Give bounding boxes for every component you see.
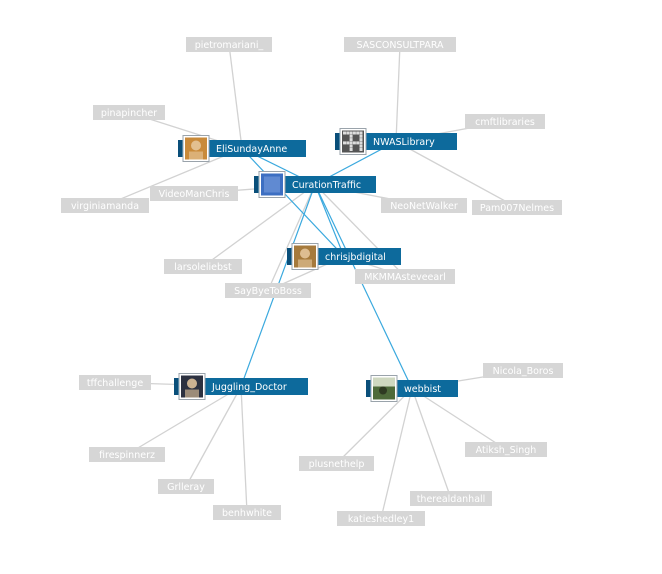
leaf-node-firespinnerz[interactable]: firespinnerz — [89, 447, 165, 462]
hub-label: NWASLibrary — [373, 137, 435, 148]
edge-Juggling_Doctor-benhwhite — [240, 385, 248, 514]
leaf-node-therealdanhall[interactable]: therealdanhall — [410, 491, 492, 506]
hub-node-webbist[interactable]: webbist — [366, 375, 458, 402]
edge-webbist-Atiksh_Singh — [411, 387, 507, 451]
leaf-node-pinapincher[interactable]: pinapincher — [93, 105, 165, 120]
leaf-node-MKMMAsteveearl[interactable]: MKMMAsteveearl — [355, 269, 455, 284]
hub-label: CurationTraffic — [292, 180, 361, 191]
leaf-label: Pam007Nelmes — [480, 203, 554, 214]
hub-node-EliSundayAnne[interactable]: EliSundayAnne — [178, 135, 306, 162]
edge-CurationTraffic-larsoleliebst — [202, 183, 316, 268]
leaf-label: SASCONSULTPARA — [356, 40, 444, 51]
leaf-label: benhwhite — [222, 508, 272, 519]
hub-label: chrisjbdigital — [325, 252, 386, 263]
leaf-node-plusnethelp[interactable]: plusnethelp — [299, 456, 374, 471]
leaf-label: NeoNetWalker — [390, 201, 458, 212]
leaf-node-SayByeToBoss[interactable]: SayByeToBoss — [225, 283, 311, 298]
edge-NWASLibrary-SASCONSULTPARA — [395, 43, 401, 143]
leaf-label: SayByeToBoss — [234, 286, 302, 297]
landscape-photo-icon — [370, 375, 398, 402]
edge-EliSundayAnne-pietromariani_ — [228, 43, 243, 150]
edge-webbist-plusnethelp — [335, 387, 413, 465]
leaf-node-Atiksh_Singh[interactable]: Atiksh_Singh — [465, 442, 547, 457]
edge-EliSundayAnne-chrisjbdigital — [241, 147, 345, 258]
person-photo-icon — [291, 243, 319, 270]
leaf-label: tffchallenge — [87, 378, 144, 389]
leaf-label: Nicola_Boros — [493, 366, 554, 377]
person-photo-icon — [178, 373, 206, 400]
edge-CurationTraffic-SayByeToBoss — [267, 183, 316, 292]
leaf-node-katieshedley1[interactable]: katieshedley1 — [337, 511, 425, 526]
blue-tile-icon — [258, 171, 286, 198]
leaf-label: firespinnerz — [99, 450, 155, 461]
leaf-node-NeoNetWalker[interactable]: NeoNetWalker — [381, 198, 467, 213]
leaf-label: plusnethelp — [309, 459, 365, 470]
leaf-label: katieshedley1 — [348, 514, 414, 525]
person-photo-icon — [182, 135, 210, 162]
leaf-node-benhwhite[interactable]: benhwhite — [213, 505, 281, 520]
edge-layer — [104, 43, 524, 520]
leaf-node-layer: pietromariani_ SASCONSULTPARA pinapincher c… — [61, 37, 563, 526]
edge-CurationTraffic-webbist — [314, 183, 413, 390]
leaf-label: pinapincher — [101, 108, 157, 119]
edge-Juggling_Doctor-Grlleray — [185, 385, 242, 488]
hub-node-chrisjbdigital[interactable]: chrisjbdigital — [287, 243, 401, 270]
hub-label: webbist — [404, 384, 441, 395]
edge-webbist-therealdanhall — [411, 387, 452, 500]
leaf-node-virginiamanda[interactable]: virginiamanda — [61, 198, 149, 213]
hub-label: Juggling_Doctor — [211, 382, 287, 393]
edge-EliSundayAnne-virginiamanda — [104, 147, 243, 207]
leaf-label: pietromariani_ — [195, 40, 264, 51]
leaf-node-Pam007Nelmes[interactable]: Pam007Nelmes — [472, 200, 562, 215]
leaf-node-tffchallenge[interactable]: tffchallenge — [79, 375, 151, 390]
leaf-label: cmftlibraries — [475, 117, 535, 128]
leaf-node-VideoManChris[interactable]: VideoManChris — [150, 186, 238, 201]
leaf-label: MKMMAsteveearl — [364, 272, 446, 283]
leaf-label: VideoManChris — [159, 189, 230, 200]
leaf-node-cmftlibraries[interactable]: cmftlibraries — [465, 114, 545, 129]
leaf-label: therealdanhall — [417, 494, 486, 505]
hub-label: EliSundayAnne — [216, 144, 287, 155]
leaf-node-Nicola_Boros[interactable]: Nicola_Boros — [483, 363, 563, 378]
leaf-node-pietromariani_[interactable]: pietromariani_ — [186, 37, 272, 52]
hub-node-Juggling_Doctor[interactable]: Juggling_Doctor — [174, 373, 308, 400]
edge-NWASLibrary-Pam007Nelmes — [395, 140, 518, 209]
edge-CurationTraffic-chrisjbdigital — [314, 183, 345, 258]
leaf-node-larsoleliebst[interactable]: larsoleliebst — [164, 259, 242, 274]
hub-node-CurationTraffic[interactable]: CurationTraffic — [254, 171, 376, 198]
leaf-node-SASCONSULTPARA[interactable]: SASCONSULTPARA — [344, 37, 456, 52]
edge-webbist-katieshedley1 — [380, 387, 413, 520]
qr-code-icon — [339, 128, 367, 155]
leaf-label: virginiamanda — [71, 201, 139, 212]
leaf-label: Grlleray — [167, 482, 205, 493]
leaf-node-Grlleray[interactable]: Grlleray — [158, 479, 214, 494]
leaf-label: Atiksh_Singh — [476, 445, 537, 456]
hub-node-NWASLibrary[interactable]: NWASLibrary — [335, 128, 457, 155]
leaf-label: larsoleliebst — [174, 262, 232, 273]
edge-Juggling_Doctor-firespinnerz — [126, 385, 242, 456]
